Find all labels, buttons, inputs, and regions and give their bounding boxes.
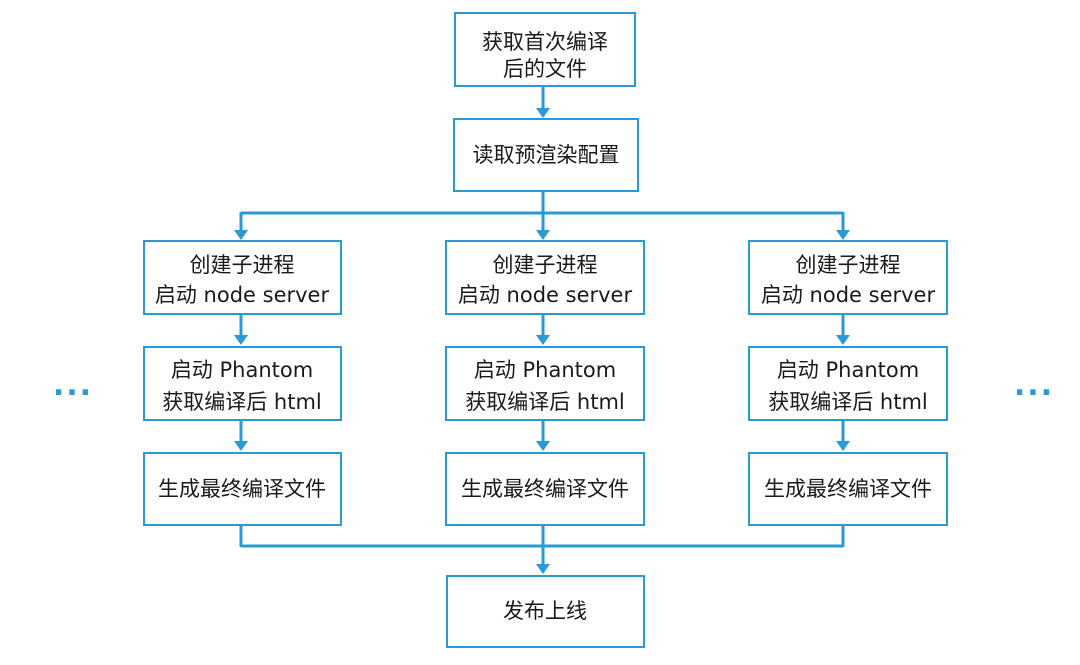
- column-left: 创建子进程 启动 node server 启动 Phantom 获取编译后 ht…: [143, 240, 342, 526]
- node-phantom-right: 启动 Phantom 获取编译后 html: [748, 346, 948, 421]
- node-spawn-left-line2: 启动 node server: [155, 283, 330, 307]
- arrowhead-phantom-center: [536, 335, 550, 345]
- node-spawn-center: 创建子进程 启动 node server: [445, 240, 645, 315]
- arrowhead-generate-right: [836, 441, 850, 451]
- node-phantom-left-line1: 启动 Phantom: [171, 358, 313, 382]
- node-spawn-center-line1: 创建子进程: [493, 253, 598, 277]
- connectors: [234, 86, 850, 574]
- node-get-first-compiled-line1: 获取首次编译: [482, 30, 608, 54]
- arrowhead-spawn-center: [536, 230, 550, 240]
- node-generate-right: 生成最终编译文件: [748, 452, 948, 526]
- arrowhead-publish: [536, 564, 550, 574]
- node-generate-left-line1: 生成最终编译文件: [158, 477, 326, 501]
- node-phantom-left-line2: 获取编译后 html: [162, 390, 322, 414]
- node-generate-center: 生成最终编译文件: [445, 452, 645, 526]
- node-spawn-center-line2: 启动 node server: [458, 283, 633, 307]
- node-generate-right-line1: 生成最终编译文件: [764, 477, 932, 501]
- node-phantom-center-line1: 启动 Phantom: [474, 358, 616, 382]
- column-center: 创建子进程 启动 node server 启动 Phantom 获取编译后 ht…: [445, 240, 645, 526]
- arrowhead-config: [536, 108, 550, 118]
- node-spawn-right: 创建子进程 启动 node server: [748, 240, 948, 315]
- node-read-prerender-config-line1: 读取预渲染配置: [473, 143, 620, 167]
- node-spawn-left: 创建子进程 启动 node server: [143, 240, 342, 315]
- node-generate-left: 生成最终编译文件: [143, 452, 342, 526]
- node-phantom-right-line1: 启动 Phantom: [777, 358, 919, 382]
- node-phantom-left: 启动 Phantom 获取编译后 html: [143, 346, 342, 421]
- node-read-prerender-config: 读取预渲染配置: [453, 118, 639, 192]
- arrowhead-generate-left: [234, 441, 248, 451]
- arrowhead-phantom-left: [234, 335, 248, 345]
- node-spawn-left-line1: 创建子进程: [190, 253, 295, 277]
- ellipsis-right: ···: [1014, 376, 1054, 411]
- column-right: 创建子进程 启动 node server 启动 Phantom 获取编译后 ht…: [748, 240, 948, 526]
- node-generate-center-line1: 生成最终编译文件: [461, 477, 629, 501]
- node-phantom-center: 启动 Phantom 获取编译后 html: [445, 346, 645, 421]
- arrowhead-generate-center: [536, 441, 550, 451]
- arrowhead-spawn-left: [234, 230, 248, 240]
- node-publish: 发布上线: [446, 575, 645, 648]
- ellipsis-left: ···: [53, 376, 93, 411]
- node-publish-line1: 发布上线: [503, 599, 587, 623]
- node-spawn-right-line2: 启动 node server: [761, 283, 936, 307]
- node-phantom-right-line2: 获取编译后 html: [768, 390, 928, 414]
- node-get-first-compiled-line2: 后的文件: [503, 57, 587, 81]
- arrowhead-spawn-right: [836, 230, 850, 240]
- node-phantom-center-line2: 获取编译后 html: [465, 390, 625, 414]
- node-spawn-right-line1: 创建子进程: [796, 253, 901, 277]
- node-get-first-compiled: 获取首次编译 后的文件: [454, 12, 636, 87]
- arrowhead-phantom-right: [836, 335, 850, 345]
